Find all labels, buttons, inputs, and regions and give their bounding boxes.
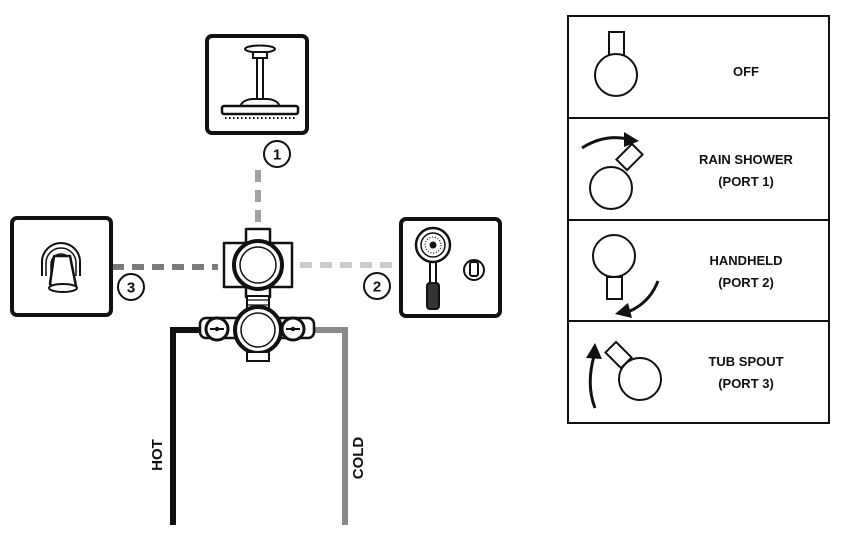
diverter-position-legend: OFF RAIN SHOWER (PORT 1)	[567, 15, 830, 424]
handheld-shower-icon	[414, 226, 485, 310]
legend-row-rain-shower: RAIN SHOWER (PORT 1)	[581, 132, 794, 210]
legend-tub-spout-line2: (PORT 3)	[718, 376, 774, 391]
legend-off-line1: OFF	[733, 64, 759, 79]
legend-row-handheld: HANDHELD (PORT 2)	[592, 234, 783, 318]
svg-text:2: 2	[373, 279, 381, 296]
mixer-outlet	[246, 351, 270, 362]
hot-supply-pipe	[170, 327, 203, 525]
legend-rain-shower-line2: (PORT 1)	[718, 174, 774, 189]
port2-handheld-box	[399, 217, 502, 318]
port-connections	[112, 170, 400, 270]
cold-supply-pipe	[312, 327, 348, 525]
knob-off-icon	[594, 31, 638, 97]
rotate-upward-arrow-icon	[586, 343, 602, 409]
port3-number-badge: 3	[117, 273, 145, 301]
legend-row-off: OFF	[594, 31, 759, 97]
rotate-clockwise-arrow-icon	[581, 132, 639, 150]
rotate-counterclockwise-arrow-icon	[615, 280, 660, 318]
legend-handheld-line2: (PORT 2)	[718, 275, 774, 290]
valve-body	[198, 227, 316, 362]
mixer-dial	[233, 305, 283, 355]
svg-text:1: 1	[273, 147, 281, 164]
knob-handheld-icon	[592, 234, 636, 300]
knob-tub-spout-icon	[604, 340, 662, 401]
legend-rain-shower-line1: RAIN SHOWER	[699, 152, 794, 167]
svg-text:3: 3	[127, 280, 135, 297]
port2-number-badge: 2	[363, 272, 391, 300]
supply-pipes: HOT COLD	[149, 327, 367, 525]
hot-supply-label: HOT	[149, 439, 166, 471]
diverter-dial	[232, 239, 284, 291]
tub-spout-icon	[41, 242, 81, 293]
port3-tub-spout-box	[10, 216, 113, 317]
port1-rain-shower-box	[205, 34, 309, 135]
knob-rain-shower-icon	[589, 142, 644, 210]
legend-row-tub-spout: TUB SPOUT (PORT 3)	[586, 340, 784, 409]
cold-supply-label: COLD	[350, 437, 367, 480]
port1-number-badge: 1	[263, 140, 291, 168]
legend-tub-spout-line1: TUB SPOUT	[708, 354, 783, 369]
rain-shower-head-icon	[220, 44, 300, 119]
legend-handheld-line1: HANDHELD	[710, 253, 783, 268]
